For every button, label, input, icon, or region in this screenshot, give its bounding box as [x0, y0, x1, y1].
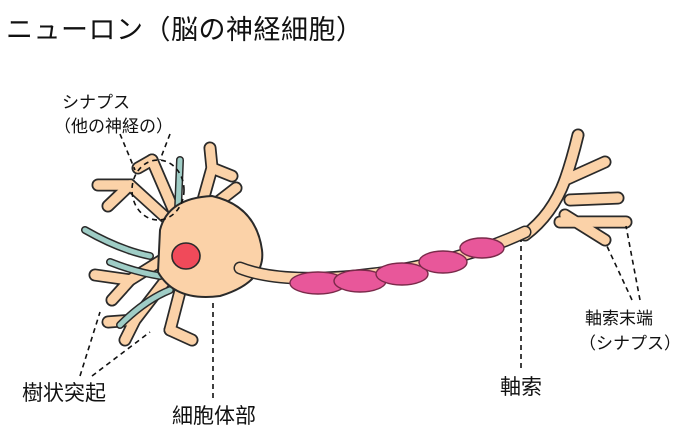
axon-terminal-sublabel: （シナプス）	[579, 334, 681, 354]
nucleus	[171, 242, 201, 270]
terminal-leader-line	[625, 225, 641, 301]
synapse-other-label: シナプス	[62, 93, 130, 113]
dendrite-label: 樹状突起	[22, 381, 106, 405]
terminal-leader-line	[605, 243, 633, 301]
leader-lines	[79, 133, 641, 398]
synapse-leader-line	[119, 133, 136, 171]
page-title: ニューロン（脳の神経細胞）	[6, 15, 364, 46]
axon-terminal-branches	[518, 128, 633, 247]
synapse-other-sublabel: （他の神経の）	[54, 117, 173, 137]
myelin-segment	[459, 237, 505, 259]
dendrite-leader-line	[79, 311, 101, 377]
synapse-leader-line	[159, 133, 171, 161]
myelin-sheath	[289, 237, 505, 295]
soma-label: 細胞体部	[172, 404, 256, 428]
soma	[156, 194, 264, 298]
myelin-segment	[418, 250, 468, 274]
dendrite-leader-line	[91, 331, 151, 377]
axon-terminal-label: 軸索末端	[585, 309, 653, 329]
myelin-segment	[375, 262, 429, 286]
synapse-highlight-circle	[131, 159, 185, 221]
axon-label: 軸索	[500, 375, 542, 399]
other-neuron-terminals	[81, 156, 184, 329]
